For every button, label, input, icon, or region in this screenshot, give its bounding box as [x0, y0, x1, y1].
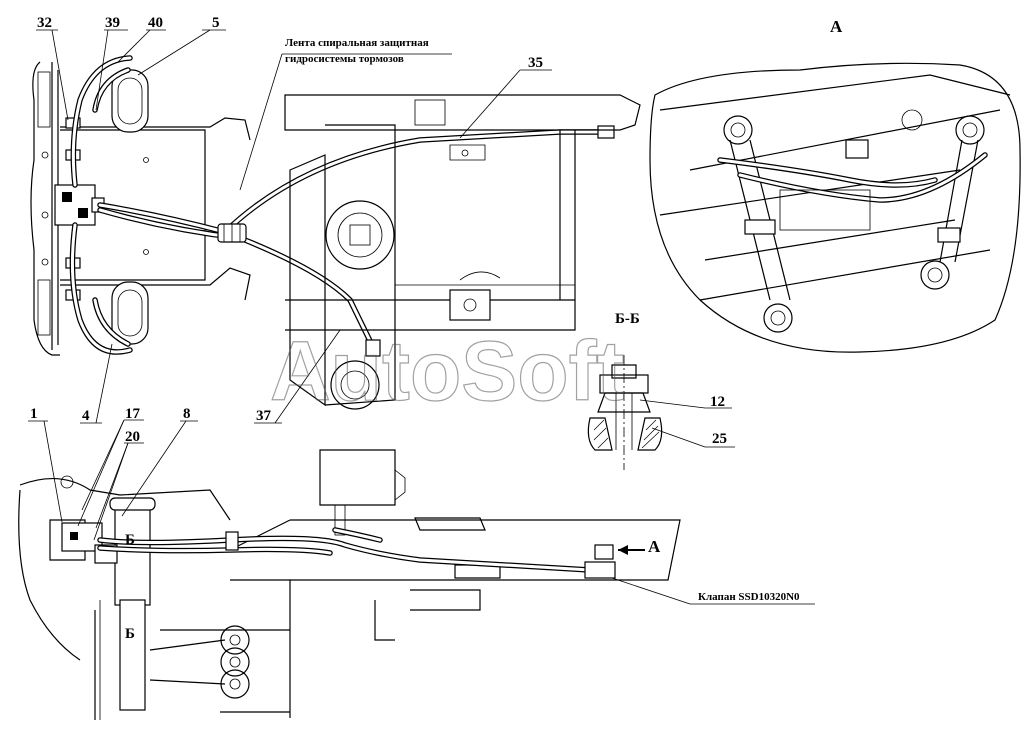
- detail-view-a: [649, 62, 1021, 353]
- arrow-a-label: А: [648, 537, 661, 556]
- section-mark-lower: Б: [125, 626, 135, 642]
- section-bb-title: Б-Б: [615, 311, 640, 327]
- leader-lines: [28, 29, 815, 605]
- plan-view-top: [30, 55, 641, 410]
- callout-40: 40: [148, 15, 163, 31]
- section-mark-upper: Б: [125, 532, 135, 548]
- callout-8: 8: [183, 406, 191, 422]
- watermark: AutoSoft: [270, 324, 625, 418]
- valve-note: Клапан SSD10320N0: [698, 591, 800, 603]
- callout-4: 4: [82, 408, 90, 424]
- spiral-tape-note-line2: гидросистемы тормозов: [285, 53, 404, 65]
- spiral-tape-note-line1: Лента спиральная защитная: [285, 37, 429, 49]
- section-bb: [587, 355, 663, 470]
- callout-35: 35: [528, 55, 543, 71]
- callout-17: 17: [125, 406, 141, 422]
- callout-25: 25: [712, 431, 727, 447]
- callout-12: 12: [710, 394, 725, 410]
- callout-1: 1: [30, 406, 38, 422]
- side-view-bottom: [18, 449, 681, 720]
- callout-20: 20: [125, 429, 140, 445]
- callout-32: 32: [37, 15, 52, 31]
- callout-37: 37: [256, 408, 272, 424]
- labels: А Б-Б Б Б А Лента спиральная защитная ги…: [30, 15, 843, 642]
- callout-39: 39: [105, 15, 120, 31]
- callout-5: 5: [212, 15, 220, 31]
- detail-a-title: А: [830, 17, 843, 36]
